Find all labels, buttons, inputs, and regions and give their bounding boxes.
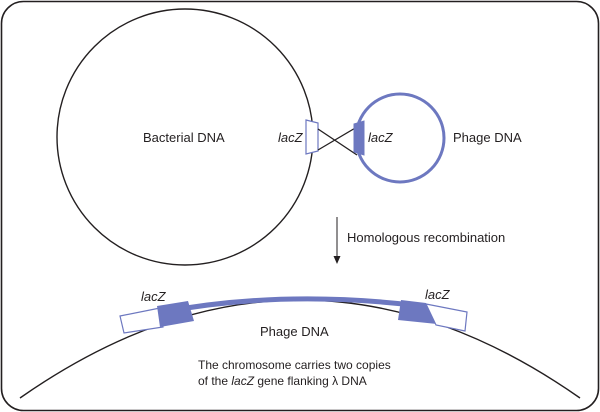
integrated-phage-arc <box>162 296 413 315</box>
lacz-label-bottom-right: lacZ <box>425 287 451 302</box>
caption-line-2: of the lacZ gene flanking λ DNA <box>198 374 367 388</box>
bottom-right-lacz-box <box>424 303 468 332</box>
lacz-label-bottom-left: lacZ <box>141 289 167 304</box>
caption-lacz-gene: lacZ <box>231 374 254 388</box>
bacterial-lacz-segment <box>305 119 319 155</box>
crossover-line-lower <box>317 126 358 151</box>
bacterial-dna-label: Bacterial DNA <box>143 130 225 145</box>
bottom-left-lacz-box <box>119 307 164 334</box>
bottom-left-lacz-filled <box>157 301 194 327</box>
phage-lacz-segment <box>353 120 365 156</box>
homologous-recombination-label: Homologous recombination <box>347 230 505 245</box>
recombination-arrow-head <box>333 256 341 264</box>
lacz-label-bacterial: lacZ <box>278 130 304 145</box>
caption-line-2-end: gene flanking λ DNA <box>254 374 367 388</box>
caption-line-1: The chromosome carries two copies <box>198 358 391 372</box>
phage-dna-label-bottom: Phage DNA <box>260 324 329 339</box>
lacz-label-phage: lacZ <box>368 130 394 145</box>
caption-line-2-start: of the <box>198 374 231 388</box>
phage-dna-label-top: Phage DNA <box>453 130 522 145</box>
crossover-line-upper <box>317 128 358 156</box>
